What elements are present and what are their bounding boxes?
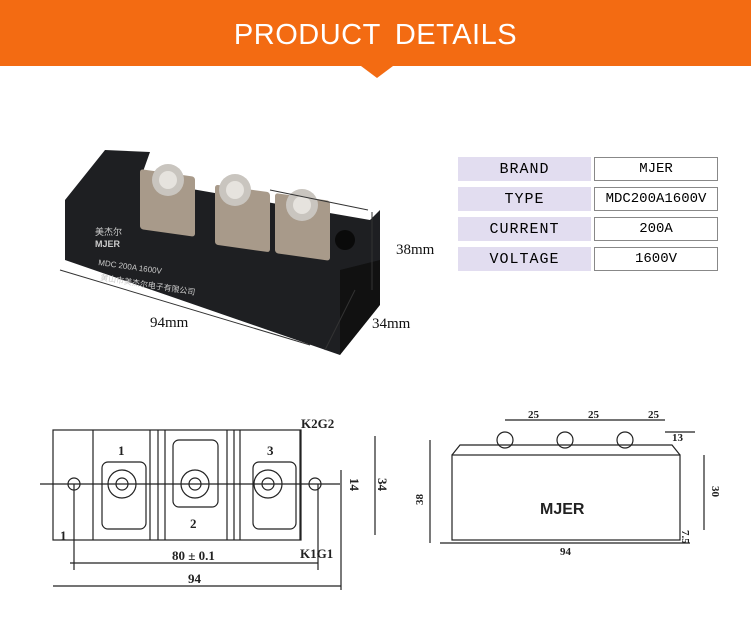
spec-value: MDC200A1600V <box>594 187 718 211</box>
technical-drawings: 1 2 3 K2G2 K1G1 80 ± 0.1 94 1 34 14 25 2… <box>40 409 721 590</box>
tab-13: 13 <box>672 432 684 444</box>
height-34-dimension: 34 <box>375 478 390 492</box>
base-7-5: 7.5 <box>679 530 691 544</box>
side-label-mjer: MJER <box>540 501 585 518</box>
terminal-3-label: 3 <box>267 443 274 458</box>
side-height-38: 38 <box>414 494 426 506</box>
header-banner <box>0 0 751 66</box>
k2g2-label: K2G2 <box>301 416 334 431</box>
spec-label: BRAND <box>458 157 591 181</box>
side-view-drawing <box>429 419 705 544</box>
side-length-94: 94 <box>560 546 572 558</box>
k1g1-label: K1G1 <box>300 546 333 561</box>
terminal-2-label: 2 <box>190 516 197 531</box>
spec-label: CURRENT <box>458 217 591 241</box>
pitch-dimension: 80 ± 0.1 <box>172 548 215 563</box>
photo-logo-cn: 美杰尔 <box>95 226 122 237</box>
terminal-1-label: 1 <box>118 443 125 458</box>
spec-label: VOLTAGE <box>458 247 591 271</box>
spacing-1: 25 <box>528 409 540 421</box>
banner-notch <box>361 66 393 78</box>
spacing-3: 25 <box>648 409 660 421</box>
photo-logo: MJER <box>95 239 121 249</box>
spec-value: MJER <box>594 157 718 181</box>
length-94-dimension: 94 <box>188 571 202 586</box>
spec-value: 200A <box>594 217 718 241</box>
product-photo: 美杰尔 MJER MDC 200A 1600V 黄山市美杰尔电子有限公司 <box>40 140 440 375</box>
spacing-2: 25 <box>588 409 600 421</box>
top-view-drawing <box>40 429 376 590</box>
length-dimension: 94mm <box>150 315 189 331</box>
spec-label: TYPE <box>458 187 591 211</box>
height-dimension: 38mm <box>396 242 435 258</box>
body-30: 30 <box>709 486 721 498</box>
spec-value: 1600V <box>594 247 718 271</box>
gap-14-dimension: 14 <box>347 478 362 492</box>
width-dimension: 34mm <box>372 316 411 332</box>
edge-dimension: 1 <box>60 528 67 543</box>
page-title: PRODUCT DETAILS <box>233 19 518 51</box>
